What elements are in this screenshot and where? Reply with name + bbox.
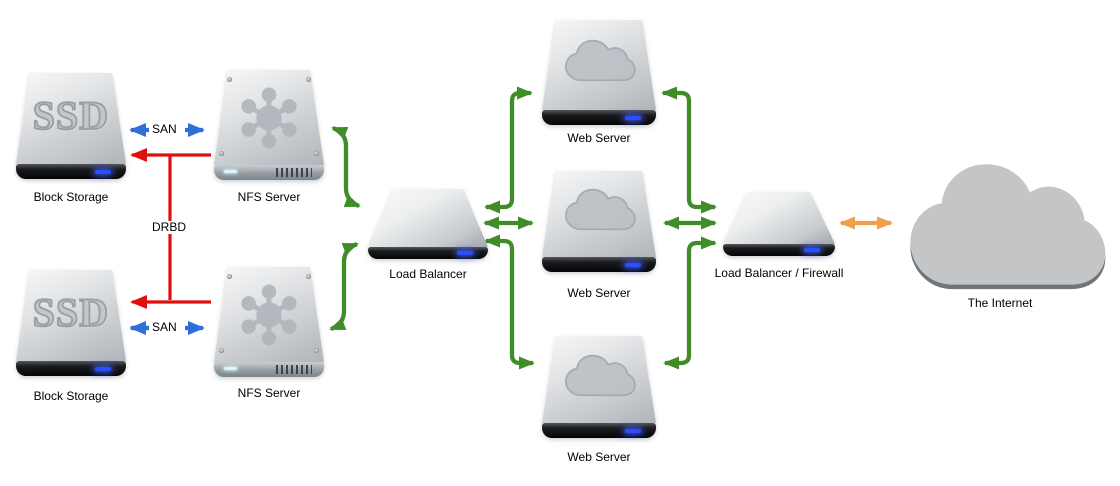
- web3-fw-link: [663, 236, 717, 370]
- vent-grille: [276, 365, 312, 374]
- block-storage-2: SSD: [16, 270, 126, 376]
- internet-cloud-icon: [910, 164, 1106, 290]
- drive-base: [542, 110, 656, 125]
- load-balancer-label: Load Balancer: [389, 267, 467, 281]
- screw-icon: [227, 274, 232, 279]
- lb-web1-link: [484, 86, 533, 214]
- web1-fw-link: [661, 86, 717, 214]
- drive-base: [368, 247, 488, 259]
- web-server-3: [542, 336, 656, 438]
- drive-top-face: SSD: [16, 270, 126, 361]
- drive-top-face: [723, 192, 835, 244]
- led-light: [457, 251, 473, 255]
- vent-grille: [276, 168, 312, 177]
- led-light: [224, 170, 237, 173]
- drive-base: [542, 423, 656, 438]
- nfs-server-2: [214, 267, 324, 377]
- load-balancer: [368, 189, 488, 259]
- web-server-2-label: Web Server: [567, 286, 631, 300]
- led-light: [625, 116, 641, 120]
- screw-icon: [306, 274, 311, 279]
- drive-top-face: [542, 336, 656, 423]
- web-server-3-label: Web Server: [567, 450, 631, 464]
- drive-top-face: [214, 70, 324, 165]
- block-storage-1-label: Block Storage: [33, 190, 109, 204]
- screw-icon: [314, 151, 319, 156]
- web-server-2: [542, 171, 656, 272]
- led-light: [625, 263, 641, 267]
- drive-base: [16, 361, 126, 376]
- screw-icon: [314, 348, 319, 353]
- drive-top-face: [542, 171, 656, 257]
- nfs2-lb-link: [329, 241, 359, 332]
- nfs-server-1: [214, 70, 324, 180]
- led-light: [224, 367, 237, 370]
- web-server-1: [542, 20, 656, 125]
- cloud-icon: [560, 37, 638, 83]
- drive-top-face: SSD: [16, 73, 126, 164]
- led-light: [625, 429, 641, 433]
- block-storage-2-label: Block Storage: [33, 389, 109, 403]
- drbd-link-label: DRBD: [150, 220, 189, 234]
- block-storage-1: SSD: [16, 73, 126, 179]
- network-hub-icon: [238, 284, 300, 346]
- drive-base: [214, 165, 324, 180]
- lb-web3-link: [484, 234, 535, 370]
- screw-icon: [219, 348, 224, 353]
- screw-icon: [306, 77, 311, 82]
- load-balancer-firewall-label: Load Balancer / Firewall: [714, 266, 844, 280]
- drive-base: [723, 244, 835, 256]
- nfs1-lb-link: [331, 125, 361, 209]
- network-hub-icon: [238, 87, 300, 149]
- ssd-badge: SSD: [32, 289, 110, 335]
- drive-base: [16, 164, 126, 179]
- led-light: [95, 367, 111, 371]
- screw-icon: [219, 151, 224, 156]
- led-light: [804, 248, 820, 252]
- nfs-server-1-label: NFS Server: [237, 190, 301, 204]
- screw-icon: [227, 77, 232, 82]
- drive-top-face: [368, 189, 488, 247]
- load-balancer-firewall: [723, 192, 835, 256]
- drive-top-face: [214, 267, 324, 362]
- ssd-badge: SSD: [32, 92, 110, 138]
- san-link-2-label: SAN: [150, 320, 179, 334]
- san-link-1-label: SAN: [150, 122, 179, 136]
- drive-base: [542, 257, 656, 272]
- cloud-icon: [560, 352, 638, 398]
- drive-base: [214, 362, 324, 377]
- internet-label: The Internet: [967, 296, 1033, 310]
- drive-top-face: [542, 20, 656, 110]
- nfs-server-2-label: NFS Server: [237, 386, 301, 400]
- web-server-1-label: Web Server: [567, 131, 631, 145]
- led-light: [95, 170, 111, 174]
- cloud-icon: [560, 186, 638, 232]
